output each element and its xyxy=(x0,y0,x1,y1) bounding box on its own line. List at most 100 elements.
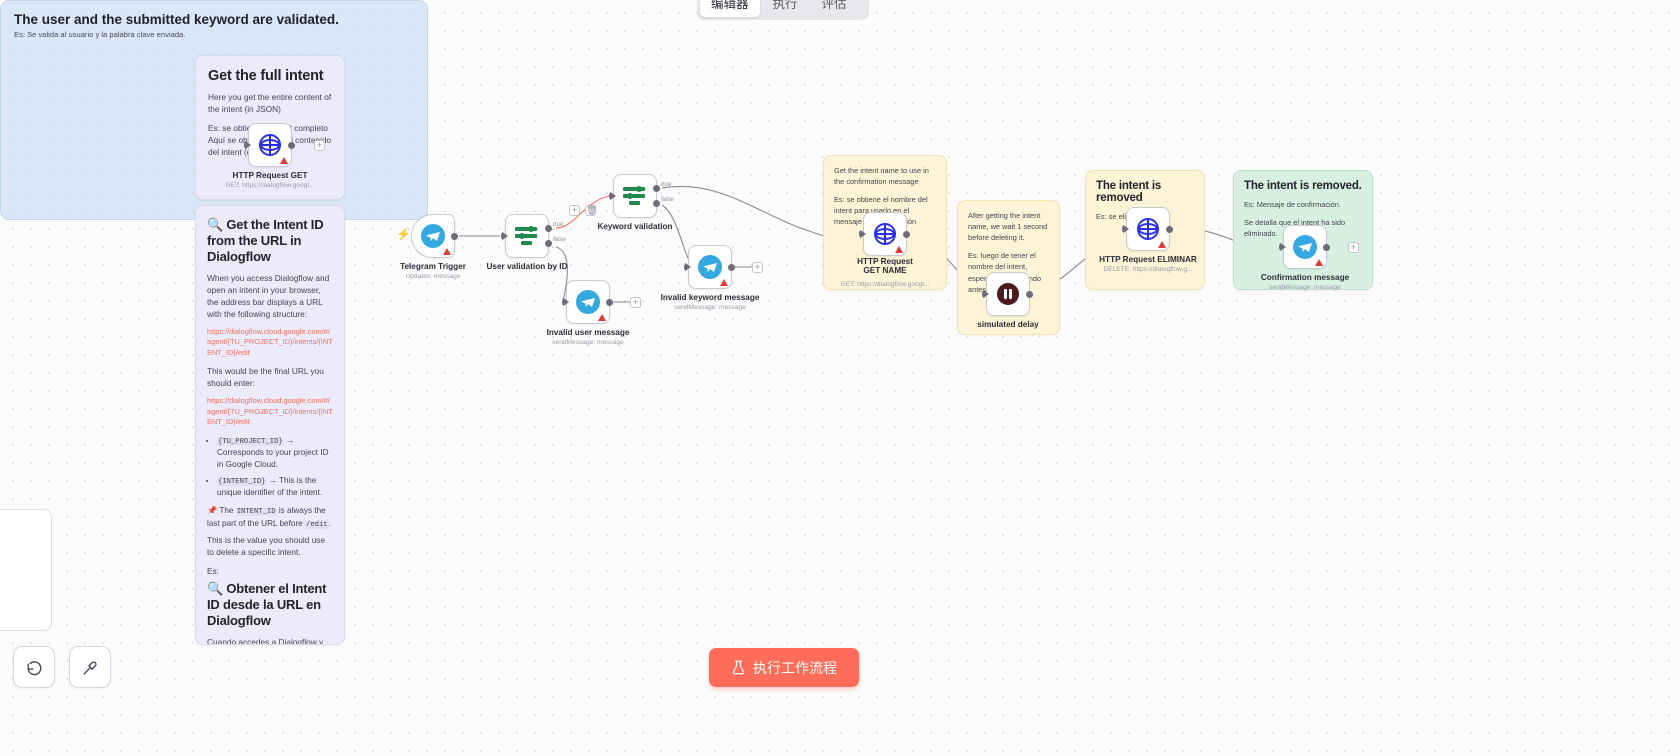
node-invalid-keyword-message[interactable]: Invalid keyword message sendMessage: mes… xyxy=(661,245,759,311)
input-port[interactable] xyxy=(1279,242,1286,252)
note-title: The intent is removed xyxy=(1096,180,1162,204)
undo-icon xyxy=(26,660,41,675)
warning-icon xyxy=(1315,259,1323,266)
floating-panel[interactable] xyxy=(0,509,52,631)
node-invalid-user-message[interactable]: Invalid user message sendMessage: messag… xyxy=(547,280,629,346)
warning-icon xyxy=(720,279,728,286)
output-port[interactable] xyxy=(1323,243,1330,251)
warning-icon xyxy=(443,248,451,255)
node-label: Confirmation message xyxy=(1260,273,1350,282)
input-port[interactable] xyxy=(859,229,866,239)
node-body[interactable] xyxy=(562,280,613,324)
node-body[interactable] xyxy=(411,214,458,258)
output-port[interactable] xyxy=(903,230,910,238)
editor-tabbar: 编辑器 执行 评估 xyxy=(697,0,869,20)
node-body[interactable] xyxy=(244,123,295,167)
tab-executions[interactable]: 执行 xyxy=(772,0,798,11)
note-paragraph-es: Cuando accedes a Dialogflow y abres un i… xyxy=(207,636,324,645)
list-item: {TU_PROJECT_ID} → Corresponds to your pr… xyxy=(217,435,333,471)
output-port-false[interactable]: false xyxy=(653,197,674,208)
note-list-en: {TU_PROJECT_ID} → Corresponds to your pr… xyxy=(217,435,333,500)
execute-workflow-button[interactable]: 执行工作流程 xyxy=(709,648,859,687)
execute-workflow-label: 执行工作流程 xyxy=(753,659,837,676)
node-http-request-eliminar[interactable]: HTTP Request ELIMINAR DELETE: https://di… xyxy=(1099,207,1197,273)
node-label: Keyword validation xyxy=(597,222,673,231)
add-node-button[interactable]: + xyxy=(1348,242,1359,253)
input-port[interactable] xyxy=(609,191,616,201)
note-paragraph: Here you get the entire content of the i… xyxy=(208,92,332,115)
node-user-validation-by-id[interactable]: true false User validation by ID xyxy=(487,214,568,271)
output-port[interactable] xyxy=(606,298,613,306)
warning-icon xyxy=(1158,241,1166,248)
sticky-note-intent-id[interactable]: 🔍 Get the Intent ID from the URL in Dial… xyxy=(195,205,345,645)
note-pin-en: 📌 The INTENT_ID is always the last part … xyxy=(207,506,331,529)
node-http-request-get-name[interactable]: HTTP Request GET NAME GET: https://dialo… xyxy=(841,212,929,288)
telegram-icon xyxy=(576,290,600,314)
node-body[interactable] xyxy=(859,212,910,256)
output-port[interactable] xyxy=(451,232,458,240)
note-paragraph: After getting the intent name, we wait 1… xyxy=(968,211,1048,243)
note-url-en-1: https://dialogflow.cloud.google.com/#/ag… xyxy=(207,326,333,357)
output-port-true[interactable]: true xyxy=(653,182,671,192)
switch-icon xyxy=(515,226,539,246)
node-telegram-trigger[interactable]: Telegram Trigger Updates: message xyxy=(400,214,466,280)
node-http-request-get[interactable]: HTTP Request GET GET: https://dialogflow… xyxy=(226,123,314,189)
node-subtitle: GET: https://dialogflow.googl... xyxy=(225,182,315,189)
node-subtitle: Updates: message xyxy=(405,273,461,280)
node-simulated-delay[interactable]: simulated delay xyxy=(977,272,1039,329)
add-node-on-edge-button[interactable]: + xyxy=(569,205,580,216)
node-body[interactable] xyxy=(684,245,735,289)
telegram-icon xyxy=(1293,235,1317,259)
tab-editor[interactable]: 编辑器 xyxy=(700,0,760,17)
add-node-button[interactable]: + xyxy=(314,140,325,151)
node-subtitle: sendMessage: message xyxy=(552,339,624,346)
output-port[interactable] xyxy=(1166,225,1173,233)
output-port[interactable] xyxy=(288,141,295,149)
input-port[interactable] xyxy=(562,297,569,307)
node-label: User validation by ID xyxy=(486,262,568,271)
switch-icon xyxy=(623,186,647,206)
node-keyword-validation[interactable]: true false Keyword validation xyxy=(597,174,674,231)
input-port[interactable] xyxy=(982,289,989,299)
tab-evaluation[interactable]: 评估 xyxy=(821,0,847,11)
node-body[interactable]: true false xyxy=(501,214,566,258)
note-paragraph-en-2: This would be the final URL you should e… xyxy=(207,366,324,389)
note-title: Get the full intent xyxy=(208,68,324,84)
globe-icon xyxy=(874,223,896,245)
output-port[interactable] xyxy=(728,263,735,271)
node-label: HTTP Request GET xyxy=(232,171,308,180)
input-port[interactable] xyxy=(684,262,691,272)
flask-icon xyxy=(732,660,745,675)
input-port[interactable] xyxy=(244,140,251,150)
add-node-button[interactable]: + xyxy=(630,297,641,308)
trigger-bolt-icon: ⚡ xyxy=(396,227,411,241)
telegram-icon xyxy=(421,224,445,248)
note-title-en: 🔍 Get the Intent ID from the URL in Dial… xyxy=(207,217,324,264)
output-port-false[interactable]: false xyxy=(545,237,566,248)
node-label: Telegram Trigger xyxy=(400,262,466,271)
warning-icon xyxy=(598,314,606,321)
note-pin-en-detail: This is the value you should use to dele… xyxy=(207,535,326,558)
tidy-up-button[interactable] xyxy=(69,646,111,688)
node-confirmation-message[interactable]: Confirmation message sendMessage: messag… xyxy=(1261,225,1349,291)
node-body[interactable]: true false xyxy=(609,174,674,218)
note-es-label: Es: xyxy=(207,566,219,577)
node-label: HTTP Request ELIMINAR xyxy=(1099,255,1197,264)
tidy-icon xyxy=(82,660,97,675)
node-subtitle: sendMessage: message xyxy=(674,304,746,311)
undo-button[interactable] xyxy=(13,646,55,688)
add-node-button[interactable]: + xyxy=(752,262,763,273)
node-body[interactable] xyxy=(1279,225,1330,269)
note-paragraph-en: When you access Dialogflow and open an i… xyxy=(207,272,330,319)
node-body[interactable] xyxy=(1122,207,1173,251)
output-port-true[interactable]: true xyxy=(545,222,563,232)
node-body[interactable] xyxy=(982,272,1033,316)
node-label: simulated delay xyxy=(977,320,1039,329)
output-port[interactable] xyxy=(1026,290,1033,298)
input-port[interactable] xyxy=(501,231,508,241)
node-subtitle: sendMessage: message xyxy=(1269,284,1341,291)
node-label: HTTP Request GET NAME xyxy=(857,257,913,276)
input-port[interactable] xyxy=(1122,224,1129,234)
globe-icon xyxy=(259,134,281,156)
delete-edge-button[interactable]: 🗑 xyxy=(585,205,598,216)
